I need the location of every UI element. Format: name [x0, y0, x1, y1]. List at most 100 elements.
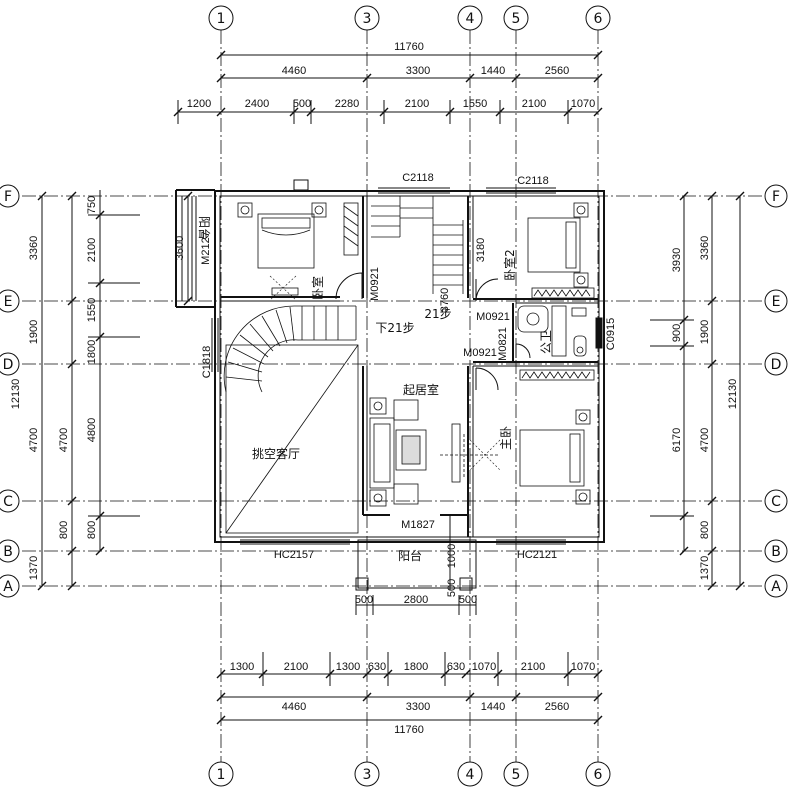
right-dimension-texts: 3930 900 6170 3360 1900 4700 800 1370 12… [671, 236, 739, 580]
dim-text: 4800 [86, 418, 98, 442]
right-dimension-lines [650, 191, 745, 591]
axis-bubbles-top: 1 3 4 5 6 [208, 5, 611, 31]
bottom-balcony [355, 515, 477, 615]
dim-text: 2100 [521, 661, 545, 673]
dim-text: 900 [671, 324, 683, 342]
dim-note: 1000 [446, 544, 458, 568]
dim-text: 1200 [187, 98, 211, 110]
axis-label: 6 [594, 11, 603, 27]
dim-text: 1800 [86, 340, 98, 364]
dim-text: 2560 [545, 701, 569, 713]
dim-text: 3300 [406, 701, 430, 713]
dim-text: 4460 [282, 701, 306, 713]
dim-text: 1440 [481, 65, 505, 77]
opening-labels: C2118 C2118 M2127 M0921 M0921 M0921 M082… [200, 172, 617, 597]
axis-label: E [772, 294, 781, 310]
dim-text: 11760 [394, 41, 424, 53]
dim-text: 3300 [406, 65, 430, 77]
stair-up-note: 21步 [424, 307, 451, 321]
dim-text: 500 [459, 594, 477, 606]
dim-text: 2100 [86, 238, 98, 262]
open-void [225, 344, 359, 534]
room-open-hall: 挑空客厅 [252, 446, 300, 461]
axis-label: F [4, 189, 12, 205]
axis-label: 4 [466, 11, 475, 27]
axis-bubble: C [0, 489, 20, 513]
axis-label: A [3, 579, 13, 595]
door-tag: M0921 [463, 347, 497, 359]
bathroom-fixtures [517, 305, 587, 357]
axis-label: B [3, 544, 13, 560]
dim-text: 1070 [571, 98, 595, 110]
window-tag: HC2157 [274, 549, 314, 561]
door-tag: M0821 [497, 327, 509, 361]
light-markers [269, 275, 501, 471]
dim-note: 3760 [439, 288, 451, 312]
axis-bubble: 4 [457, 761, 483, 787]
dim-text: 750 [86, 196, 98, 214]
dim-text: 6170 [671, 428, 683, 452]
dim-text: 2100 [284, 661, 308, 673]
dim-text: 800 [699, 521, 711, 539]
bottom-dimension-lines [216, 652, 603, 725]
axis-label: 1 [217, 767, 226, 783]
axis-bubble: 6 [585, 5, 611, 31]
axis-bubble: 1 [208, 761, 234, 787]
dim-text: 500 [293, 98, 311, 110]
axis-bubble: F [0, 184, 20, 208]
dim-text: 2560 [545, 65, 569, 77]
axis-bubble: 3 [354, 761, 380, 787]
dim-text: 800 [58, 521, 70, 539]
dim-text: 2100 [522, 98, 546, 110]
straight-stair [371, 196, 464, 294]
bed-west [237, 202, 359, 296]
room-balcony-south: 阳台 [398, 548, 422, 563]
window-tag: C2118 [402, 172, 434, 184]
room-toilet: 公卫 [539, 330, 553, 354]
axis-bubble: D [0, 352, 20, 376]
dim-text: 1440 [481, 701, 505, 713]
dim-text: 1370 [699, 556, 711, 580]
dim-text: 3360 [28, 236, 40, 260]
dim-text: 1300 [230, 661, 254, 673]
dim-text: 3600 [174, 236, 186, 260]
dim-text: 630 [447, 661, 465, 673]
axis-bubble: B [0, 539, 20, 563]
dim-text: 1070 [472, 661, 496, 673]
axis-bubble: 4 [457, 5, 483, 31]
dim-text: 11760 [394, 724, 424, 736]
axis-bubbles-right: F E D C B A [764, 184, 788, 598]
axis-bubble: 1 [208, 5, 234, 31]
dim-text: 2800 [404, 594, 428, 606]
doors [335, 272, 531, 391]
dim-text: 1900 [699, 320, 711, 344]
stair-down-note: 下21步 [375, 321, 414, 335]
axis-bubble: B [764, 539, 788, 563]
axis-bubble: A [764, 574, 788, 598]
axis-bubble: C [764, 489, 788, 513]
axis-label: C [771, 494, 781, 510]
axis-label: F [772, 189, 780, 205]
axis-label: B [771, 544, 781, 560]
dim-text: 12130 [10, 379, 22, 410]
room-bedroom-west: 卧室 [310, 276, 325, 300]
dim-text: 4700 [699, 428, 711, 452]
dim-text: 1550 [86, 298, 98, 322]
top-dimension-texts: 11760 4460 3300 1440 2560 1200 2400 500 … [187, 41, 595, 110]
axis-bubble: F [764, 184, 788, 208]
axis-bubble: D [764, 352, 788, 376]
exterior-walls [175, 189, 605, 543]
spiral-stair [223, 305, 357, 393]
window-tag: HC2121 [517, 549, 557, 561]
axis-bubbles-bottom: 1 3 4 5 6 [208, 761, 611, 787]
dim-text: 500 [355, 594, 373, 606]
axis-label: 5 [512, 11, 521, 27]
dim-note: 3180 [475, 238, 487, 262]
bottom-dimension-texts: 1300 2100 1300 630 1800 630 1070 2100 10… [230, 594, 595, 736]
dim-text: 2400 [245, 98, 269, 110]
axis-bubble: 6 [585, 761, 611, 787]
door-tag: M0921 [369, 267, 381, 301]
windows [211, 179, 603, 545]
dim-text: 1550 [463, 98, 487, 110]
